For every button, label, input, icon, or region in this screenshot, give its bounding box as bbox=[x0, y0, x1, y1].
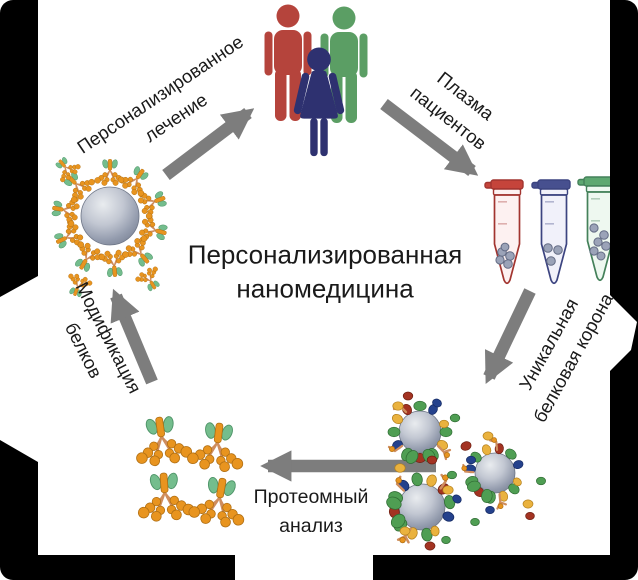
arrow-personalized-treatment bbox=[162, 108, 255, 180]
title-line-1: Персонализированная bbox=[187, 239, 463, 270]
label-line: анализ bbox=[279, 515, 343, 537]
nanoparticle-sphere bbox=[80, 186, 140, 246]
title-line-2: наномедицина bbox=[236, 274, 414, 304]
corona-nanoparticle-1 bbox=[386, 400, 454, 467]
label-proteomic-analysis: Протеомный анализ bbox=[254, 483, 369, 542]
label-line: Протеомный bbox=[253, 485, 369, 508]
plasma-tube-red bbox=[485, 180, 523, 284]
arrow-protein-modification bbox=[110, 288, 158, 385]
plasma-tube-blue bbox=[532, 180, 570, 284]
antibodies-icon bbox=[129, 411, 252, 532]
corona-nanoparticle-3 bbox=[378, 465, 463, 549]
modified-nanoparticle-icon bbox=[48, 152, 172, 301]
plasma-tubes-icon bbox=[485, 177, 616, 284]
diagram-title: Персонализированная наномедицина bbox=[188, 238, 462, 307]
plasma-tube-green bbox=[578, 177, 616, 281]
patients-group-icon bbox=[264, 4, 368, 157]
